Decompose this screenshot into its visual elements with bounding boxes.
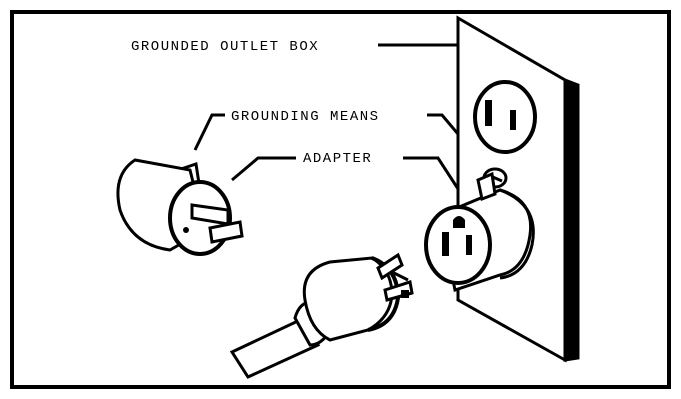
adapter-loose [116,158,244,256]
label-adapter: ADAPTER [303,151,372,167]
adapter-installed [424,171,535,292]
wall-plate [456,15,580,363]
label-grounded-outlet-box: GROUNDED OUTLET BOX [131,39,319,55]
leader-adapter-right [403,156,464,196]
border [10,10,671,389]
leader-grounding-means-left [193,113,225,151]
leader-adapter-left [231,156,296,182]
upper-receptacle [473,80,537,154]
three-prong-plug [229,252,414,379]
label-grounding-means: GROUNDING MEANS [231,109,380,125]
